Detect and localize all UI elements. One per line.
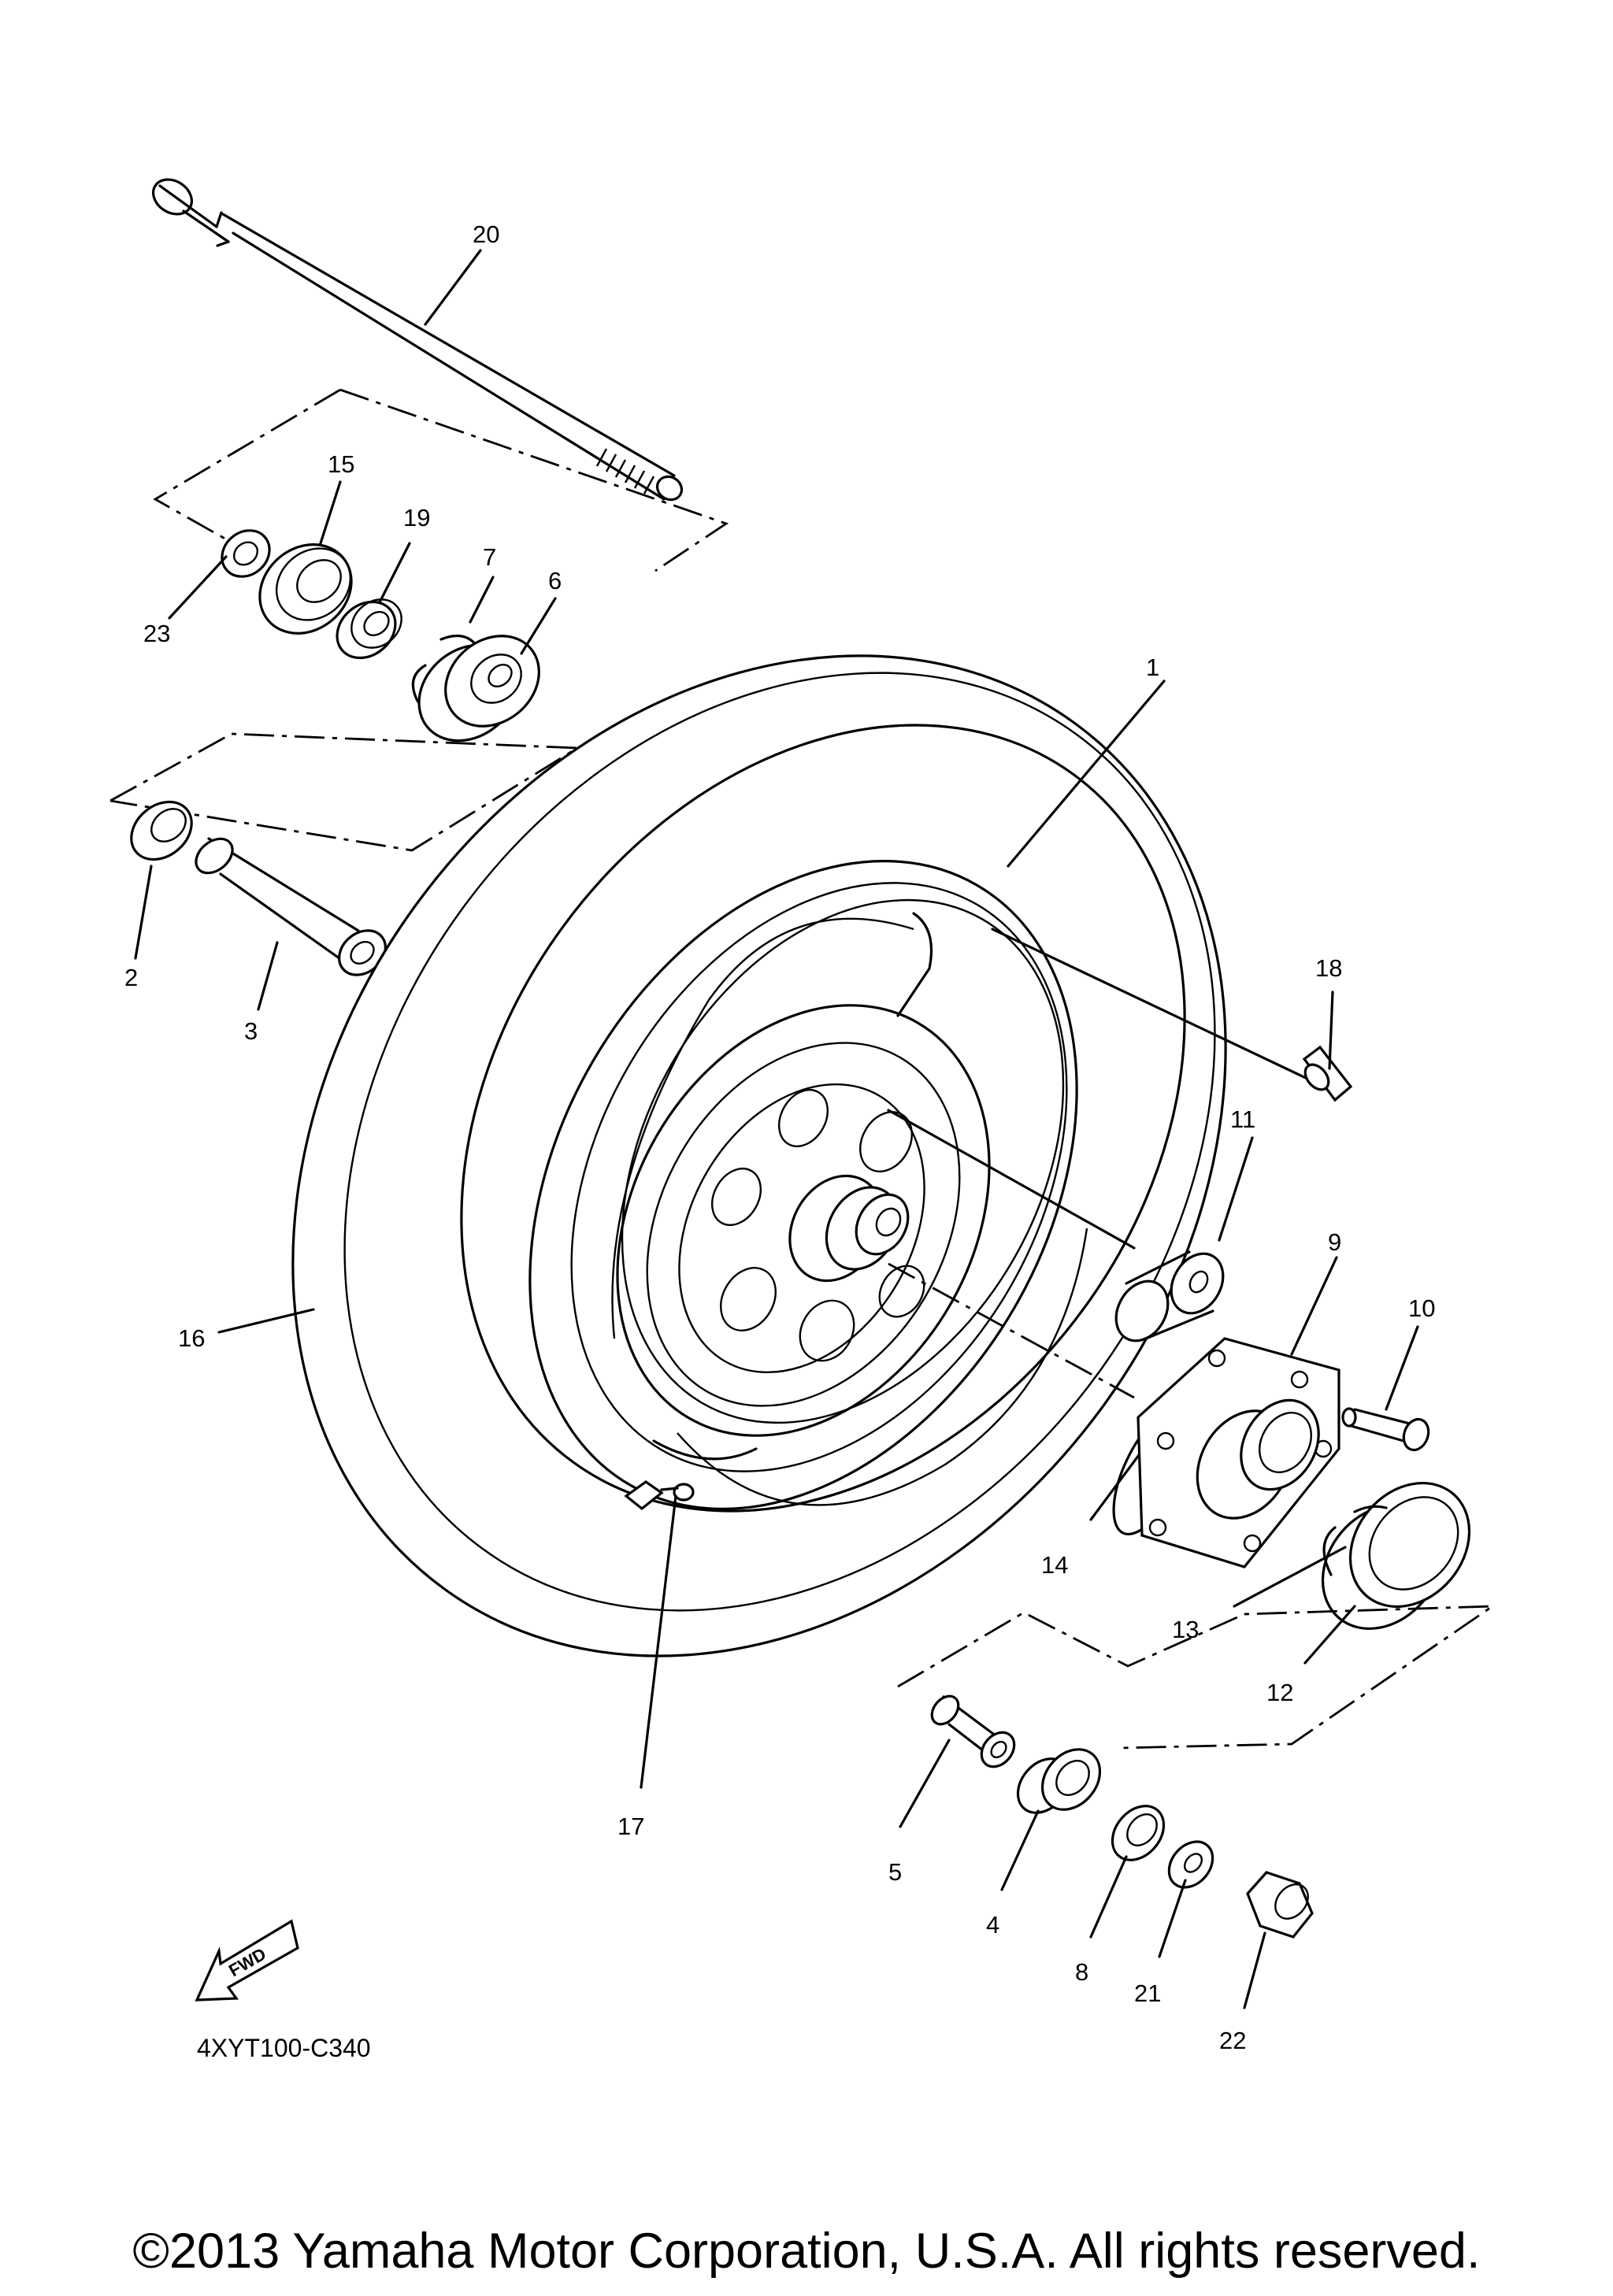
washer-2 [130, 800, 193, 861]
callout-6: 6 [548, 567, 562, 594]
group-bracket-bottom [897, 1605, 1496, 1750]
bearing-4 [1016, 1748, 1102, 1814]
callout-10: 10 [1408, 1294, 1435, 1322]
callout-12: 12 [1266, 1679, 1293, 1706]
spacer-3 [195, 837, 387, 976]
callout-4: 4 [986, 1911, 999, 1939]
callout-23: 23 [143, 620, 170, 647]
callout-7: 7 [483, 543, 496, 571]
diagram-code: 4XYT100-C340 [197, 2034, 371, 2062]
fwd-arrow-icon: FWD [195, 1919, 299, 2002]
balance-weight-18 [1302, 1045, 1353, 1102]
bearing-6 [417, 635, 540, 742]
leader-1 [1007, 680, 1166, 868]
callout-21: 21 [1134, 1979, 1161, 2007]
collar-11 [1114, 1250, 1225, 1342]
wheel-rim-1 [528, 860, 1088, 1511]
callout-19: 19 [403, 504, 430, 531]
callout-11: 11 [1230, 1105, 1255, 1133]
spacer-5 [930, 1694, 1016, 1768]
circlip-13 [1322, 1505, 1388, 1576]
callout-9: 9 [1328, 1228, 1341, 1256]
leader-11 [887, 1109, 1136, 1250]
leader-18 [991, 928, 1309, 1080]
callout-16: 16 [178, 1324, 205, 1352]
callout-17: 17 [617, 1813, 644, 1840]
group-bracket-left [109, 732, 581, 852]
callout-18: 18 [1315, 954, 1342, 982]
leader-14-dash [888, 1262, 1135, 1399]
callout-13: 13 [1172, 1616, 1199, 1643]
group-bracket-top [153, 388, 729, 572]
callout-3: 3 [244, 1017, 258, 1045]
spacer-8 [1111, 1805, 1166, 1861]
nut-22 [1246, 1871, 1314, 1939]
bolt-10 [1341, 1407, 1430, 1452]
callout-22: 22 [1219, 2027, 1246, 2054]
washer-21 [1167, 1840, 1214, 1889]
callout-1: 1 [1146, 654, 1159, 681]
copyright-notice: ©2013 Yamaha Motor Corporation, U.S.A. A… [133, 2224, 1481, 2279]
callout-leaders [134, 249, 1419, 2009]
callout-5: 5 [888, 1858, 902, 1886]
callout-8: 8 [1075, 1958, 1088, 1986]
callout-14: 14 [1041, 1551, 1068, 1579]
front-axle [152, 178, 684, 502]
clutch-hub-9 [1137, 1337, 1340, 1568]
oil-seal-15 [258, 543, 353, 635]
callout-2: 2 [124, 964, 138, 991]
oil-seal-12 [1321, 1481, 1471, 1631]
callout-20: 20 [473, 220, 499, 248]
callout-labels: 20 15 19 7 6 23 1 2 3 18 11 9 16 10 14 1… [124, 220, 1435, 2054]
washer-23 [221, 529, 271, 578]
callout-15: 15 [328, 450, 354, 478]
spacer-19 [336, 598, 402, 660]
